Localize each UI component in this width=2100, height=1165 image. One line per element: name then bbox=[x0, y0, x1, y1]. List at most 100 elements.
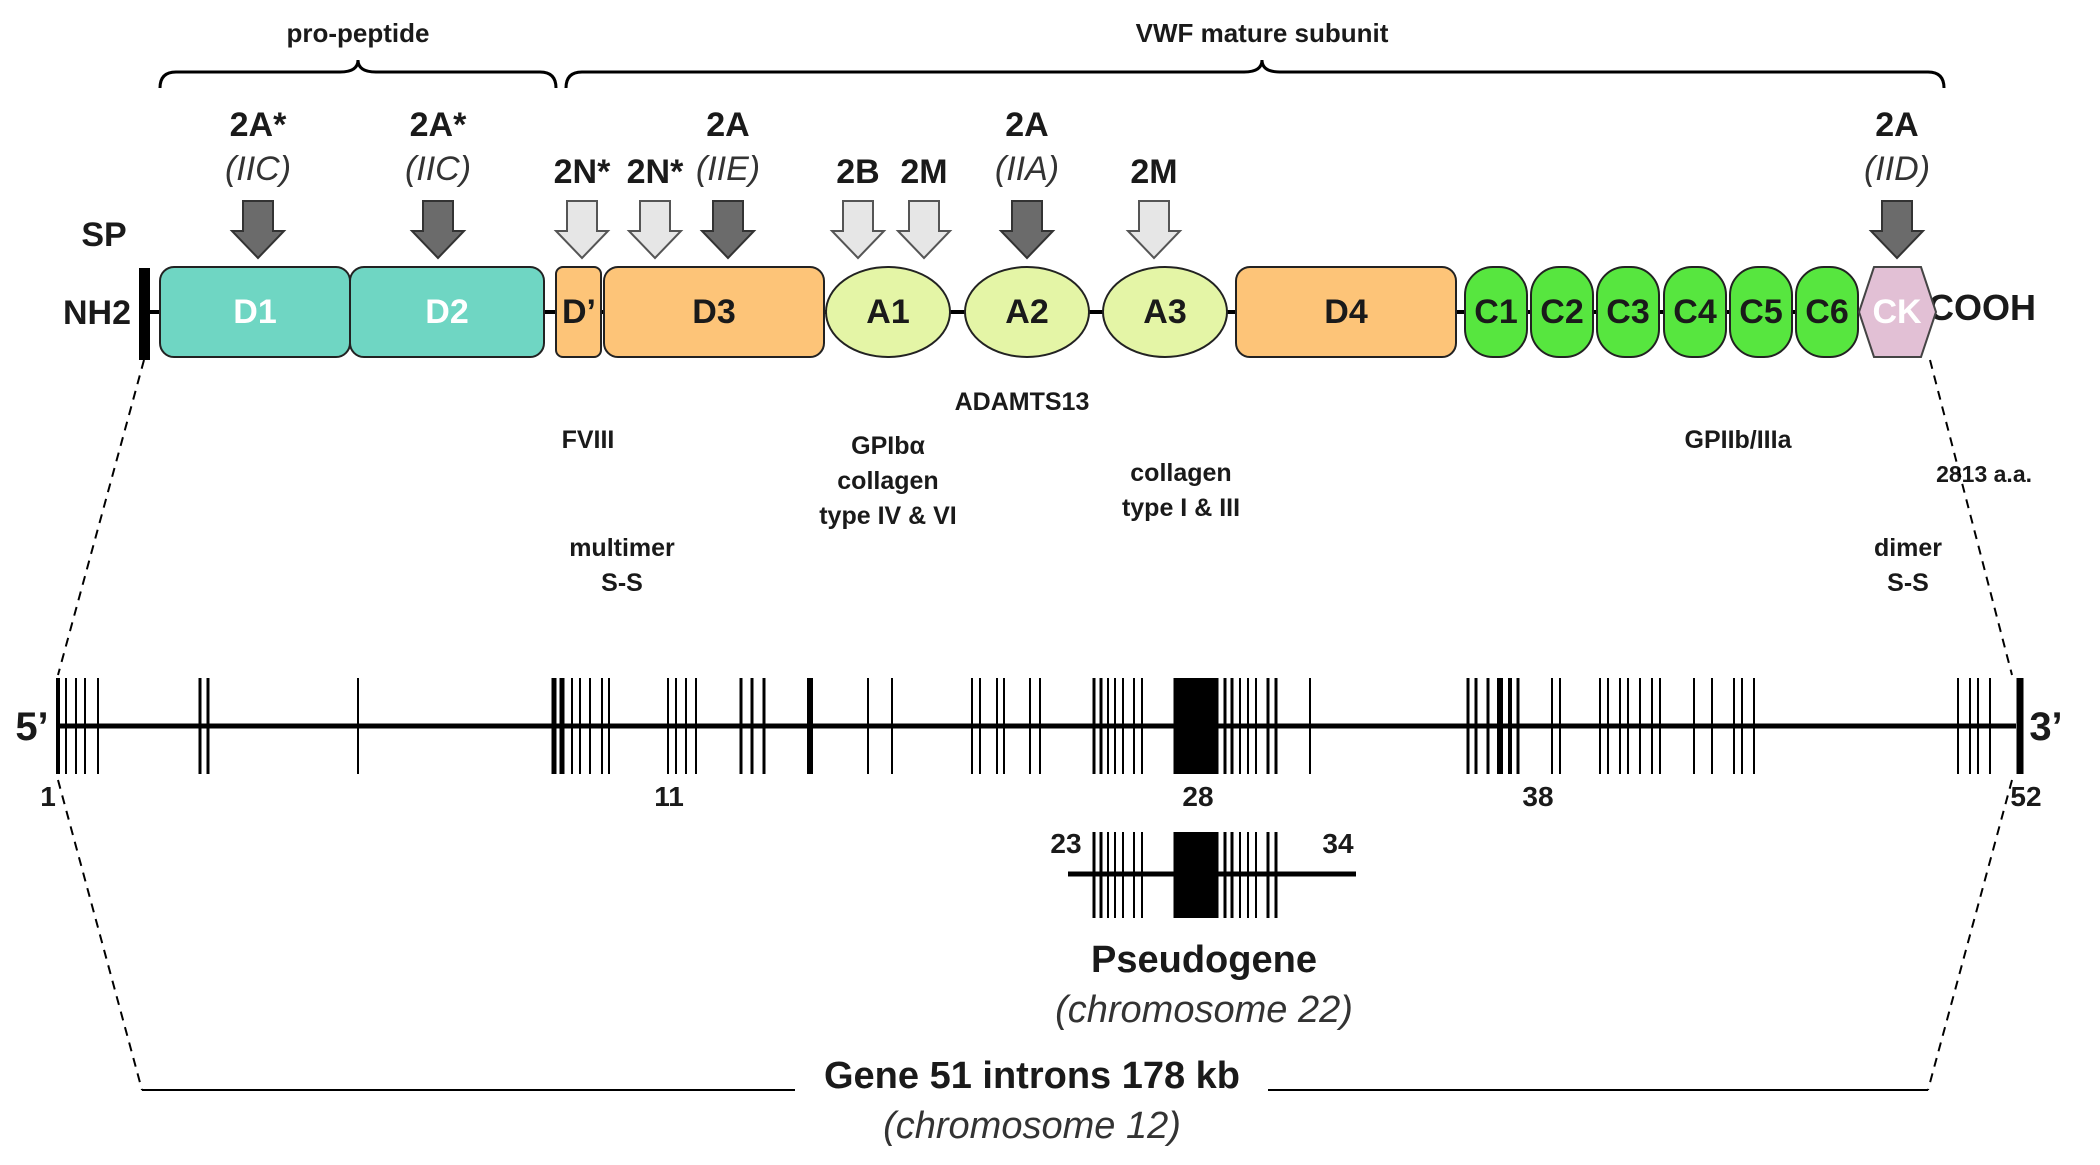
dimer-ss-label: S-S bbox=[1887, 569, 1929, 597]
a2-mutation-arrow bbox=[1000, 200, 1054, 259]
gene-exon-66 bbox=[1741, 678, 1743, 774]
gene-exon-38 bbox=[1141, 678, 1143, 774]
ck-mutation-subtype: (IID) bbox=[1864, 150, 1930, 188]
gene-exon-20 bbox=[739, 678, 743, 774]
gene-exon-10 bbox=[559, 678, 565, 774]
domain-c3-label: C3 bbox=[1606, 293, 1649, 331]
domain-d1-label: D1 bbox=[233, 293, 276, 331]
gene-exon-13 bbox=[589, 678, 591, 774]
domain-d2-label: D2 bbox=[425, 293, 468, 331]
gene-title: Gene 51 introns 178 kb bbox=[824, 1055, 1240, 1097]
gene-exon-39 bbox=[1173, 678, 1219, 774]
expansion-line-right-bottom bbox=[1927, 779, 2013, 1091]
gene-exon-3 bbox=[75, 678, 77, 774]
dimer-label: dimer bbox=[1874, 534, 1942, 562]
domain-a2 bbox=[964, 266, 1090, 358]
gene-exon-27 bbox=[979, 678, 981, 774]
gene-exon-67 bbox=[1753, 678, 1755, 774]
pseudogene-exon-8 bbox=[1173, 832, 1219, 918]
pseudogene-exon-9 bbox=[1223, 832, 1227, 918]
gene-exon-8 bbox=[357, 678, 359, 774]
gene-exon-18 bbox=[685, 678, 687, 774]
domain-ck-label: CK bbox=[1872, 293, 1922, 331]
d3-mutation-arrow bbox=[701, 200, 755, 259]
exon-38-label: 38 bbox=[1522, 781, 1553, 812]
pseudogene-start-exon: 23 bbox=[1050, 828, 1081, 859]
gene-exon-4 bbox=[84, 678, 86, 774]
gene-exon-14 bbox=[601, 678, 603, 774]
protein-length-label: 2813 a.a. bbox=[1936, 461, 2032, 487]
pseudogene-exon-group bbox=[1092, 832, 1278, 918]
gene-exon-33 bbox=[1099, 678, 1103, 774]
nh2-terminus-label: NH2 bbox=[63, 294, 131, 332]
gene-exon-25 bbox=[891, 678, 893, 774]
gene-exon-21 bbox=[750, 678, 754, 774]
multimer-ss-label: S-S bbox=[601, 569, 643, 597]
pseudogene-chromosome: (chromosome 22) bbox=[1055, 989, 1353, 1031]
d1-mutation-subtype: (IIC) bbox=[225, 150, 291, 188]
gene-exon-34 bbox=[1107, 678, 1109, 774]
gene-exon-70 bbox=[1977, 678, 1979, 774]
domain-d4 bbox=[1235, 266, 1457, 358]
domain-c1-label: C1 bbox=[1474, 293, 1517, 331]
gene-exon-16 bbox=[667, 678, 669, 774]
gene-exon-17 bbox=[675, 678, 677, 774]
a2-mutation-subtype: (IIA) bbox=[995, 150, 1059, 188]
pseudogene-title: Pseudogene bbox=[1091, 939, 1317, 981]
domain-a3-label: A3 bbox=[1143, 293, 1186, 331]
gene-exon-54 bbox=[1551, 678, 1553, 774]
gene-exon-44 bbox=[1255, 678, 1257, 774]
gene-exon-57 bbox=[1607, 678, 1609, 774]
pseudogene-exon-12 bbox=[1247, 832, 1249, 918]
a3-mutation-arrow bbox=[1127, 200, 1181, 259]
pseudogene-exon-7 bbox=[1141, 832, 1143, 918]
pseudogene-exon-10 bbox=[1230, 832, 1234, 918]
gene-exon-53 bbox=[1516, 678, 1520, 774]
gene-exon-36 bbox=[1122, 678, 1124, 774]
gene-exon-22 bbox=[762, 678, 766, 774]
gpib-binding-label: GPIbα bbox=[851, 432, 925, 460]
cooh-terminus-label: COOH bbox=[1928, 287, 2036, 328]
a3-collagen-label: collagen bbox=[1130, 459, 1231, 487]
gene-exon-51 bbox=[1497, 678, 1503, 774]
a1-collagen-label: collagen bbox=[837, 467, 938, 495]
gene-exon-1 bbox=[56, 678, 60, 774]
gene-exon-28 bbox=[996, 678, 998, 774]
pseudogene-end-exon: 34 bbox=[1322, 828, 1354, 859]
mature-subunit-label: VWF mature subunit bbox=[1136, 18, 1389, 48]
gene-exon-24 bbox=[867, 678, 869, 774]
gene-exon-62 bbox=[1659, 678, 1661, 774]
pseudogene-exon-14 bbox=[1266, 832, 1270, 918]
a1-collagen-type-label: type IV & VI bbox=[819, 502, 957, 530]
gene-exon-50 bbox=[1486, 678, 1490, 774]
d1-mutation-arrow bbox=[231, 200, 285, 259]
gene-exon-71 bbox=[1989, 678, 1991, 774]
domain-c4 bbox=[1663, 266, 1727, 358]
a1-mutation-2m: 2M bbox=[900, 153, 947, 191]
gene-exon-19 bbox=[695, 678, 697, 774]
a1-mutation-2b: 2B bbox=[836, 153, 879, 191]
pseudogene-exon-6 bbox=[1133, 832, 1135, 918]
gene-exon-69 bbox=[1969, 678, 1971, 774]
d3-mutation-subtype: (IIE) bbox=[696, 150, 760, 188]
domain-a1 bbox=[825, 266, 951, 358]
pseudogene-exon-3 bbox=[1107, 832, 1109, 918]
gene-exon-30 bbox=[1029, 678, 1031, 774]
expansion-line-right-top bbox=[1929, 359, 2013, 676]
gene-exon-6 bbox=[198, 678, 202, 774]
a2-mutation-type: 2A bbox=[1005, 106, 1048, 144]
three-prime-label: 3’ bbox=[2029, 705, 2062, 749]
a3-mutation-type: 2M bbox=[1130, 153, 1177, 191]
expansion-line-left-top bbox=[57, 359, 145, 676]
a1-arrow-2m bbox=[897, 200, 951, 259]
pseudogene-exon-15 bbox=[1274, 832, 1278, 918]
exon-1-label: 1 bbox=[40, 781, 56, 812]
signal-peptide-bar bbox=[139, 268, 150, 360]
gene-chromosome: (chromosome 12) bbox=[883, 1105, 1181, 1147]
domain-d4-label: D4 bbox=[1324, 293, 1368, 331]
gene-exon-35 bbox=[1114, 678, 1116, 774]
domain-dprime-label: D’ bbox=[562, 293, 596, 331]
dprime-arrow-b bbox=[628, 200, 682, 259]
